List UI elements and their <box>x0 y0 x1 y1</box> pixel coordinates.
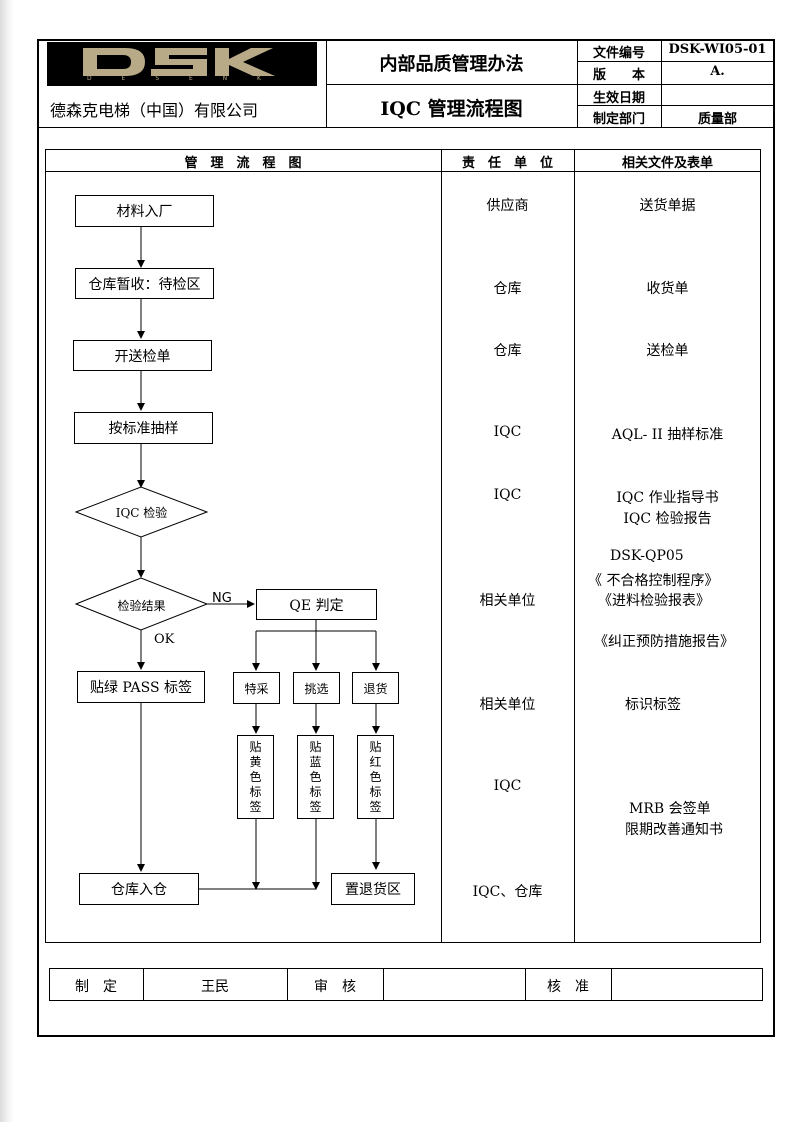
blue-label-char: 色 <box>309 770 322 784</box>
signoff-divider <box>383 968 384 1001</box>
responsible-related-units: 相关单位 <box>479 593 536 609</box>
doc-procedure-code: DSK-QP05 <box>610 548 684 564</box>
meta-value-doc-no: DSK-WI05-01 <box>668 42 767 57</box>
meta-label-doc-no: 文件编号 <box>592 46 645 61</box>
page-edge-shadow <box>0 0 14 1122</box>
column-header-responsible: 责 任 单 位 <box>461 156 553 171</box>
responsible-iqc: IQC <box>493 778 522 794</box>
blue-label-char: 标 <box>309 785 322 799</box>
doc-receipt: 收货单 <box>646 281 689 297</box>
yellow-label-char: 贴 <box>249 740 262 754</box>
doc-aql-standard: AQL- II 抽样标准 <box>611 427 724 443</box>
flow-step-qe-judgement: QE 判定 <box>256 589 377 620</box>
doc-corrective-action: 《纠正预防措施报告》 <box>594 634 734 650</box>
company-name: 德森克电梯（中国）有限公司 <box>50 101 259 120</box>
doc-mrb-signoff: MRB 会签单 <box>629 801 711 817</box>
header-divider <box>326 39 327 127</box>
logo-subtext: D E S E N K <box>87 75 275 82</box>
header-divider <box>37 127 775 128</box>
flow-step-special-acceptance: 特采 <box>233 672 280 704</box>
flow-step-warehouse-receive: 仓库暂收：待检区 <box>75 268 214 299</box>
flow-step-material-arrival: 材料入厂 <box>75 195 214 227</box>
red-label-char: 签 <box>369 800 382 814</box>
flow-step-sorting: 挑选 <box>293 672 340 704</box>
flow-step-return-area: 置退货区 <box>331 873 415 905</box>
red-label-char: 红 <box>369 755 382 769</box>
flow-step-sampling: 按标准抽样 <box>74 412 213 444</box>
yellow-label-char: 签 <box>249 800 262 814</box>
header-divider <box>326 84 577 85</box>
doc-nonconformance-procedure: 《 不合格控制程序》 <box>588 573 719 589</box>
signoff-divider <box>143 968 144 1001</box>
document-subtitle: IQC 管理流程图 <box>380 98 523 120</box>
blue-label-char: 蓝 <box>309 755 322 769</box>
document-title: 内部品质管理办法 <box>379 54 524 75</box>
red-label-char: 标 <box>369 785 382 799</box>
column-header-documents: 相关文件及表单 <box>621 156 713 171</box>
process-table <box>45 149 761 943</box>
signoff-approve-label: 核 准 <box>547 979 589 995</box>
flow-step-inspection-result: 检验结果 <box>117 599 166 613</box>
ng-label: NG <box>212 591 232 606</box>
doc-identification-label: 标识标签 <box>625 697 681 713</box>
header-divider <box>577 39 578 127</box>
header-divider <box>577 84 774 85</box>
header-divider <box>577 105 774 106</box>
decision-inspection-result <box>74 577 209 631</box>
doc-inspection-report: IQC 检验报告 <box>623 511 712 527</box>
decision-iqc-inspection <box>74 486 209 538</box>
column-divider <box>574 149 575 943</box>
meta-value-version: A. <box>710 64 725 79</box>
red-label-char: 色 <box>369 770 382 784</box>
doc-inspection-order: 送检单 <box>646 343 689 359</box>
signoff-divider <box>611 968 612 1001</box>
yellow-label-char: 标 <box>249 785 262 799</box>
yellow-label-char: 色 <box>249 770 262 784</box>
signoff-table <box>49 968 763 1001</box>
signoff-made-value: 王民 <box>201 979 229 995</box>
column-divider <box>441 149 442 943</box>
signoff-review-label: 审 核 <box>314 979 356 995</box>
responsible-iqc: IQC <box>493 487 522 503</box>
column-header-flow: 管 理 流 程 图 <box>184 156 302 171</box>
flow-step-blue-label: 贴 蓝 色 标 签 <box>297 735 334 819</box>
responsible-supplier: 供应商 <box>486 198 529 214</box>
flow-step-return-goods: 退货 <box>352 672 399 704</box>
ok-label: OK <box>154 632 175 647</box>
red-label-char: 贴 <box>369 740 382 754</box>
flow-step-inspection-order: 开送检单 <box>73 340 212 371</box>
company-logo: D E S E N K <box>47 42 317 86</box>
header-divider <box>577 61 774 62</box>
responsible-iqc-warehouse: IQC、仓库 <box>472 884 543 900</box>
blue-label-char: 贴 <box>309 740 322 754</box>
doc-work-instruction: IQC 作业指导书 <box>616 490 719 506</box>
meta-label-effective-date: 生效日期 <box>592 91 645 106</box>
blue-label-char: 签 <box>309 800 322 814</box>
responsible-warehouse: 仓库 <box>493 281 522 297</box>
responsible-iqc: IQC <box>493 424 522 440</box>
flow-step-warehouse-in: 仓库入仓 <box>79 873 199 905</box>
doc-improvement-notice: 限期改善通知书 <box>625 822 723 838</box>
meta-label-department: 制定部门 <box>592 112 645 127</box>
doc-incoming-report: 《进料检验报表》 <box>598 593 710 609</box>
flow-step-yellow-label: 贴 黄 色 标 签 <box>237 735 274 819</box>
yellow-label-char: 黄 <box>249 755 262 769</box>
doc-delivery-note: 送货单据 <box>639 198 696 214</box>
flow-step-iqc-inspection: IQC 检验 <box>115 506 168 520</box>
flow-step-pass-label: 贴绿 PASS 标签 <box>77 671 205 703</box>
table-header-divider <box>45 171 761 172</box>
signoff-made-label: 制 定 <box>75 979 117 995</box>
flow-step-red-label: 贴 红 色 标 签 <box>357 735 394 819</box>
header-divider <box>661 39 662 127</box>
meta-label-version: 版 本 <box>592 68 645 83</box>
signoff-divider <box>287 968 288 1001</box>
meta-value-department: 质量部 <box>697 112 737 127</box>
document-frame <box>37 39 775 1037</box>
responsible-related-units: 相关单位 <box>479 697 536 713</box>
signoff-divider <box>525 968 526 1001</box>
responsible-warehouse: 仓库 <box>493 343 522 359</box>
